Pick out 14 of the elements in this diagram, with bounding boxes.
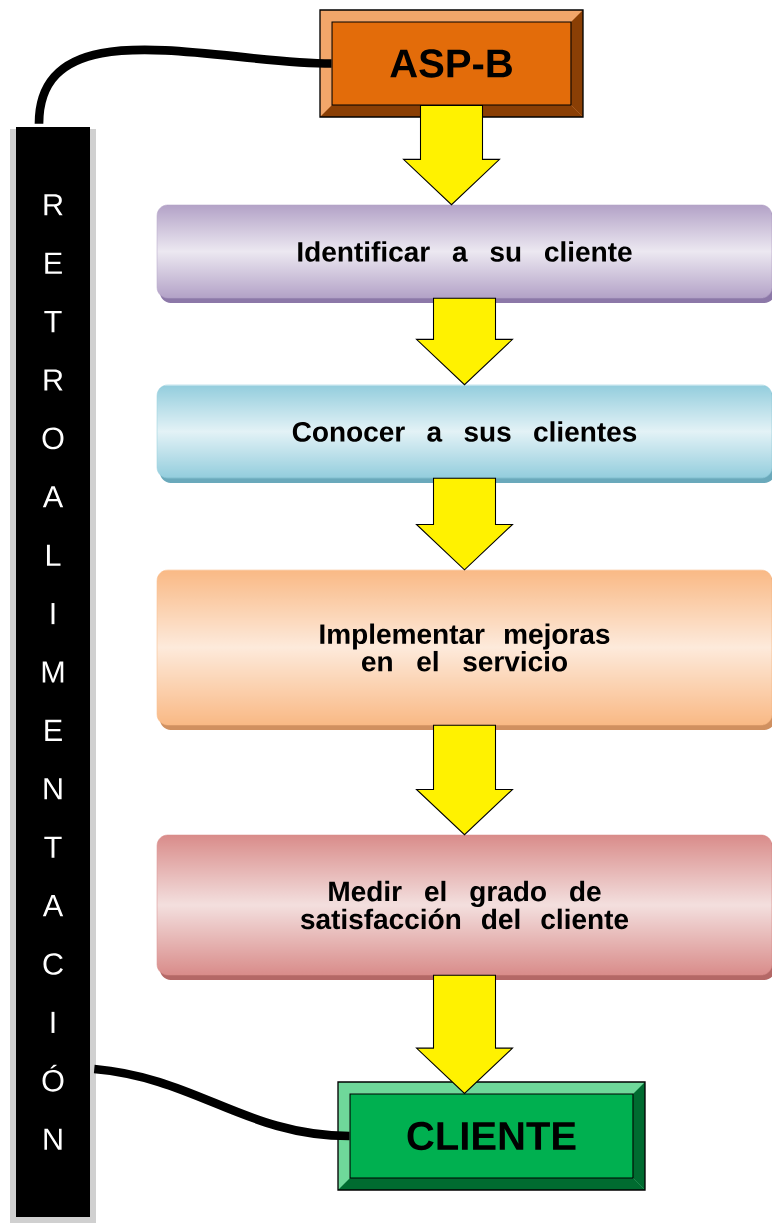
block-arrow: [415, 477, 514, 571]
block-arrow: [402, 104, 501, 206]
connector-line: [34, 45, 332, 125]
process-box: Identificar a su cliente: [156, 204, 772, 303]
process-box: Implementar mejoras en el servicio: [156, 569, 772, 730]
process-box: Medir el grado de satisfacción del cliente: [156, 834, 772, 980]
title-box: CLIENTE: [337, 1081, 646, 1191]
vertical-bar: RETROALIMENTACIÓN: [10, 127, 96, 1223]
connector-line: [93, 1064, 350, 1141]
process-box: Conocer a sus clientes: [156, 384, 772, 483]
block-arrow: [415, 974, 514, 1095]
title-box: ASP-B: [319, 9, 584, 118]
block-arrow: [415, 297, 514, 386]
block-arrow: [415, 724, 514, 836]
